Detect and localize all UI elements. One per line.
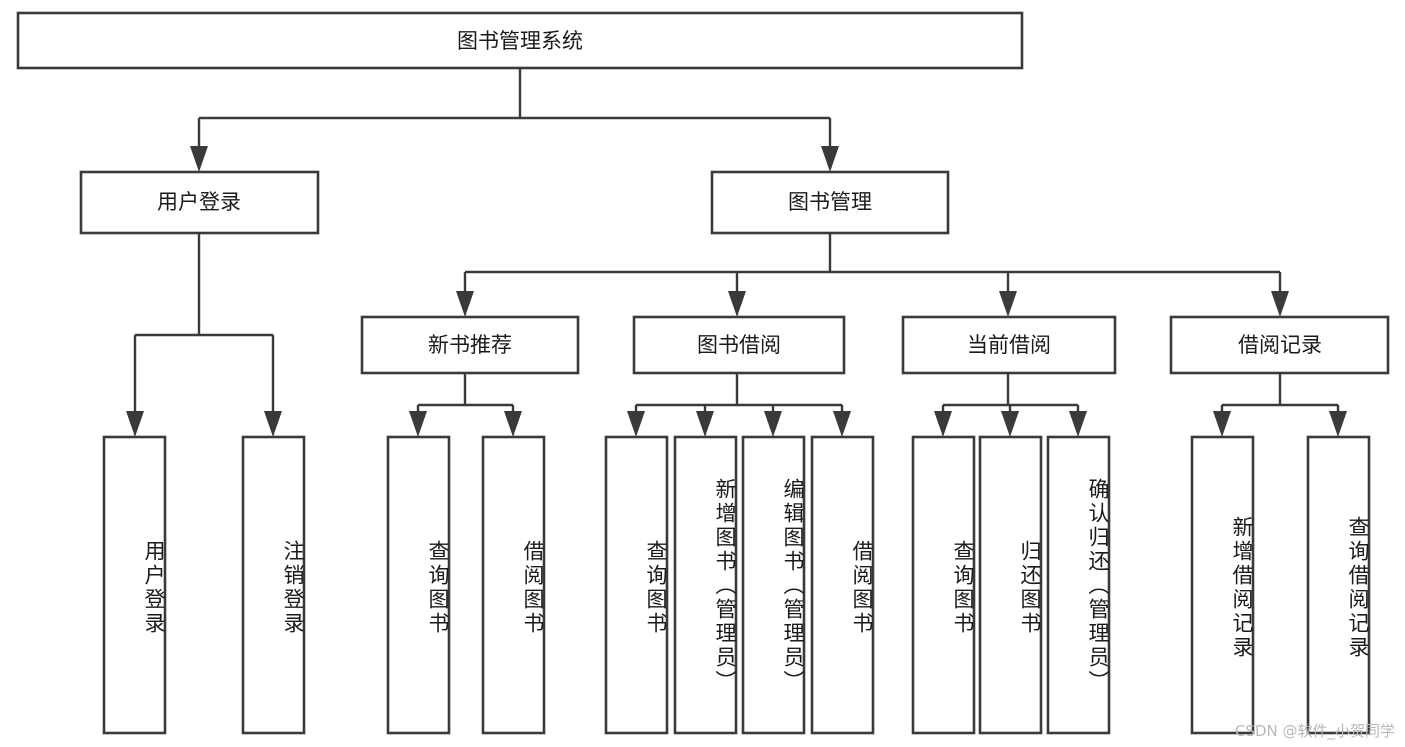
arrow-current-c2-icon [1001, 411, 1019, 437]
leaf-box-new-book-1[interactable] [386, 435, 451, 735]
arrow-current-c3-icon [1069, 411, 1087, 437]
connector-group-user-login [126, 233, 282, 437]
node-root-box[interactable] [16, 11, 1024, 70]
arrow-books-c2-icon [728, 291, 746, 317]
arrow-root-to-books-icon [821, 146, 839, 172]
leaf-box-book-borrow-4[interactable] [810, 435, 875, 735]
leaf-box-current-borrow-2[interactable] [978, 435, 1043, 735]
arrow-borrow-c1-icon [627, 411, 645, 437]
arrow-books-c4-icon [1271, 291, 1289, 317]
connector-group-root [190, 68, 839, 172]
arrow-root-to-login-icon [190, 146, 208, 172]
leaf-box-book-borrow-1[interactable] [604, 435, 669, 735]
connector-group-book-borrow [627, 373, 851, 437]
node-current-borrow-box[interactable] [901, 315, 1117, 375]
arrow-record-c1-icon [1213, 411, 1231, 437]
arrow-borrow-c3-icon [764, 411, 782, 437]
arrow-current-c1-icon [934, 411, 952, 437]
leaf-box-current-borrow-3[interactable] [1046, 435, 1111, 735]
node-new-book-box[interactable] [360, 315, 580, 375]
leaf-box-borrow-record-1[interactable] [1190, 435, 1255, 735]
arrow-borrow-c2-icon [696, 411, 714, 437]
leaf-box-new-book-2[interactable] [481, 435, 546, 735]
arrow-record-c2-icon [1329, 411, 1347, 437]
leaf-box-user-login-1[interactable] [102, 435, 167, 735]
node-user-login-label: 用户登录 [157, 190, 241, 214]
leaf-box-book-borrow-3[interactable] [741, 435, 806, 735]
node-book-manage-label: 图书管理 [788, 190, 872, 214]
leaf-box-borrow-record-2[interactable] [1306, 435, 1371, 735]
connector-group-book-manage [456, 233, 1289, 317]
node-borrow-record-label: 借阅记录 [1238, 333, 1322, 357]
node-book-borrow-box[interactable] [632, 315, 846, 375]
node-root-label: 图书管理系统 [457, 29, 583, 53]
arrow-books-c1-icon [456, 291, 474, 317]
node-borrow-record-box[interactable] [1169, 315, 1390, 375]
arrow-newbook-c2-icon [504, 411, 522, 437]
arrow-borrow-c4-icon [833, 411, 851, 437]
arrow-books-c3-icon [999, 291, 1017, 317]
arrow-login-child1-icon [126, 411, 144, 437]
node-book-manage-box[interactable] [710, 170, 950, 235]
leaf-box-current-borrow-1[interactable] [911, 435, 976, 735]
node-book-borrow-label: 图书借阅 [697, 333, 781, 357]
node-user-login-box[interactable] [79, 170, 320, 235]
node-new-book-label: 新书推荐 [428, 333, 512, 357]
connector-group-current-borrow [934, 373, 1087, 437]
connector-group-new-book [409, 373, 522, 437]
leaf-box-user-login-2[interactable] [241, 435, 306, 735]
connector-group-borrow-record [1213, 373, 1347, 437]
csdn-watermark: CSDN @软件_小贺同学 [1234, 722, 1395, 740]
arrow-newbook-c1-icon [409, 411, 427, 437]
node-current-borrow-label: 当前借阅 [967, 333, 1051, 357]
arrow-login-child2-icon [264, 411, 282, 437]
leaf-box-book-borrow-2[interactable] [673, 435, 738, 735]
